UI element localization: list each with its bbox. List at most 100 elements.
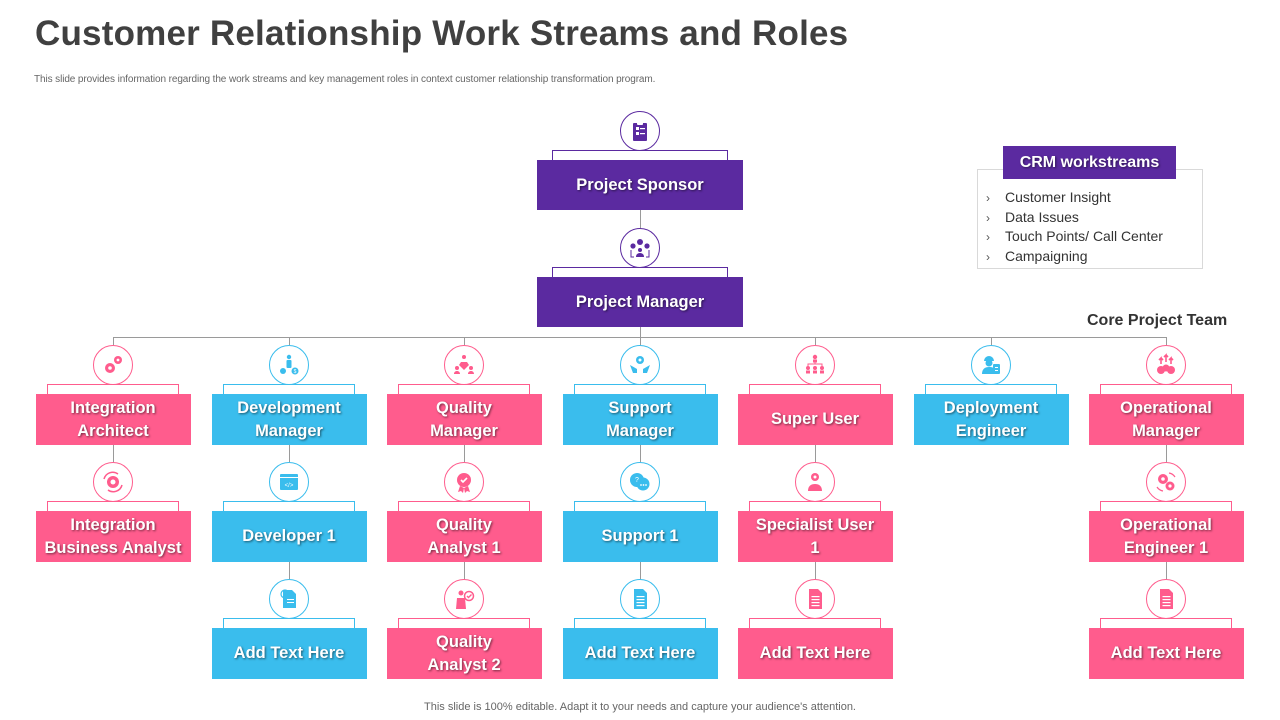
node-icon-circle: $ [269, 345, 309, 385]
node-icon-circle [795, 462, 835, 502]
crm-workstream-item: › Touch Points/ Call Center [986, 227, 1163, 247]
connector-line [640, 445, 641, 462]
node-bracket [574, 384, 706, 394]
team-gears-icon [628, 236, 652, 260]
crm-workstream-item: › Data Issues [986, 208, 1163, 228]
connector-line [464, 337, 465, 345]
node-icon-circle [1146, 462, 1186, 502]
specialist-person-icon [803, 470, 827, 494]
crm-workstreams-list: › Customer Insight › Data Issues › Touch Po… [986, 188, 1163, 266]
connector-line [640, 337, 641, 345]
node-icon-circle [971, 345, 1011, 385]
connector-line [289, 337, 290, 345]
connector-line [1166, 337, 1167, 345]
role-box[interactable]: Operational Engineer 1 [1088, 511, 1244, 562]
role-box[interactable]: Quality Manager [386, 394, 542, 445]
gears-rotate-icon [1154, 470, 1178, 494]
role-box[interactable]: Deployment Engineer [913, 394, 1069, 445]
connector-line [815, 337, 816, 345]
role-box[interactable]: Specialist User 1 [737, 511, 893, 562]
role-box[interactable]: Development Manager [211, 394, 367, 445]
crm-workstreams-header: CRM workstreams [1003, 146, 1176, 179]
node-bracket [749, 618, 881, 628]
page-title: Customer Relationship Work Streams and R… [35, 14, 849, 53]
connector-line [113, 337, 114, 345]
node-icon-circle [620, 345, 660, 385]
presenter-check-icon [452, 587, 476, 611]
crm-workstream-label: Touch Points/ Call Center [1005, 228, 1163, 244]
connector-line [640, 562, 641, 579]
node-bracket [1100, 618, 1232, 628]
document-fingerprint-icon [277, 587, 301, 611]
role-box[interactable]: Developer 1 [211, 511, 367, 562]
role-box[interactable]: Add Text Here [211, 628, 367, 679]
clipboard-icon [628, 119, 652, 143]
node-bracket [574, 501, 706, 511]
svg-text:$: $ [294, 369, 297, 375]
node-bracket [552, 267, 728, 277]
award-badge-icon [452, 470, 476, 494]
connector-line [289, 562, 290, 579]
connector-line [815, 445, 816, 462]
node-icon-circle [620, 228, 660, 268]
node-bracket [749, 384, 881, 394]
crm-workstream-label: Customer Insight [1005, 189, 1111, 205]
document-icon [628, 587, 652, 611]
connector-line [289, 445, 290, 462]
connector-line [991, 337, 992, 345]
chat-question-icon: ? [628, 470, 652, 494]
node-bracket [223, 618, 355, 628]
node-icon-circle [269, 579, 309, 619]
node-icon-circle [795, 345, 835, 385]
role-box[interactable]: Support 1 [562, 511, 718, 562]
role-box[interactable]: Integration Architect [35, 394, 191, 445]
svg-text:</>: </> [285, 483, 294, 489]
chevron-right-icon: › [986, 249, 990, 264]
role-box[interactable]: Operational Manager [1088, 394, 1244, 445]
role-box[interactable]: Integration Business Analyst [35, 511, 191, 562]
page-subtitle: This slide provides information regardin… [34, 74, 656, 85]
crm-workstream-label: Data Issues [1005, 208, 1079, 225]
gears-arrows-up-icon [1154, 353, 1178, 377]
role-box[interactable]: Quality Analyst 1 [386, 511, 542, 562]
connector-line [640, 327, 641, 337]
node-icon-circle: ? [620, 462, 660, 502]
role-box[interactable]: Add Text Here [737, 628, 893, 679]
connector-line [464, 562, 465, 579]
node-icon-circle [620, 111, 660, 151]
role-box[interactable]: Support Manager [562, 394, 718, 445]
connector-line [815, 562, 816, 579]
role-box[interactable]: Quality Analyst 2 [386, 628, 542, 679]
diamond-team-icon [452, 353, 476, 377]
node-bracket [47, 384, 179, 394]
crm-workstream-label: Campaigning [1005, 247, 1088, 264]
node-bracket [1100, 501, 1232, 511]
role-box[interactable]: Super User [737, 394, 893, 445]
node-bracket [223, 384, 355, 394]
worker-clipboard-icon [979, 353, 1003, 377]
node-bracket [47, 501, 179, 511]
node-bracket [398, 384, 530, 394]
chevron-right-icon: › [986, 230, 990, 244]
hands-gear-icon [628, 353, 652, 377]
role-box[interactable]: Project Manager [537, 277, 743, 327]
node-icon-circle [444, 345, 484, 385]
node-icon-circle [444, 579, 484, 619]
node-bracket [398, 501, 530, 511]
connector-line [464, 445, 465, 462]
node-bracket [552, 150, 728, 160]
document-icon [1154, 587, 1178, 611]
node-icon-circle [444, 462, 484, 502]
role-box[interactable]: Project Sponsor [537, 160, 743, 210]
node-bracket [925, 384, 1057, 394]
connector-line [1166, 562, 1167, 579]
role-box[interactable]: Add Text Here [1088, 628, 1244, 679]
org-chart-icon [803, 353, 827, 377]
gears-icon [101, 353, 125, 377]
node-bracket [1100, 384, 1232, 394]
node-icon-circle [1146, 579, 1186, 619]
chevron-right-icon: › [986, 210, 990, 225]
role-box[interactable]: Add Text Here [562, 628, 718, 679]
node-bracket [223, 501, 355, 511]
svg-text:?: ? [635, 477, 639, 484]
